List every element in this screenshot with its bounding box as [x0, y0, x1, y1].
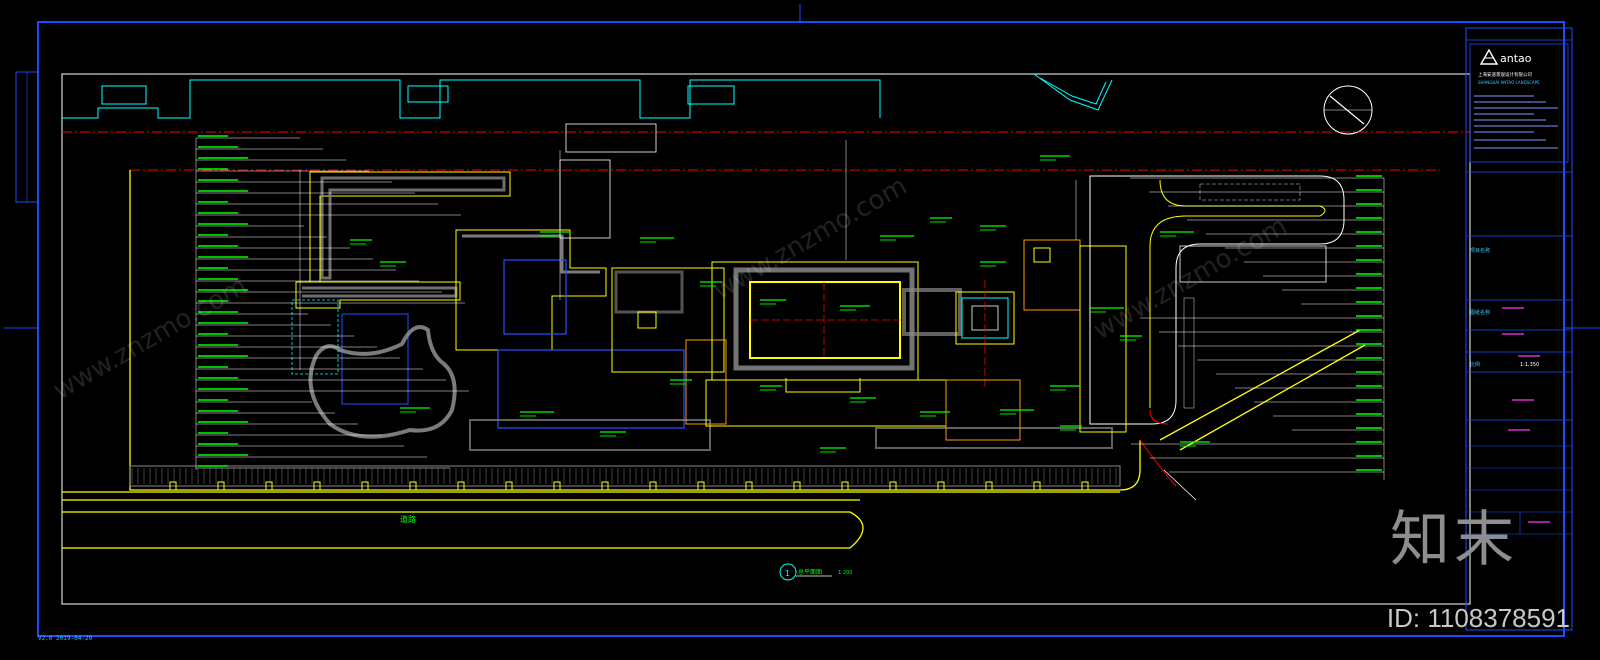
paving-hatch	[132, 468, 1116, 484]
caption-title: 总平面图	[798, 568, 822, 576]
drawing-frame	[62, 74, 1470, 604]
road-label: 道路	[400, 514, 416, 524]
north-arrow-icon	[1324, 86, 1372, 134]
drawing-caption: 1 总平面图 1:200	[780, 564, 852, 580]
site-boundary	[62, 170, 1365, 548]
antao-logo-icon	[1481, 50, 1497, 64]
footer-note: V2.0 2019-04-29	[38, 635, 92, 642]
project-label: 项目名称	[1470, 247, 1490, 254]
east-parking-loop	[1090, 176, 1344, 500]
watermark-id: ID: 1108378591	[1387, 603, 1570, 634]
watermark-logo: 知末	[1390, 491, 1518, 578]
company-en: SHANGHAI ANTAO LANDSCAPE	[1478, 80, 1540, 85]
property-lines	[62, 132, 1470, 170]
paving-band	[130, 466, 1120, 486]
scale-label: 比例	[1470, 361, 1480, 368]
diagonal-watermarks: www.znzmo.com www.znzmo.com www.znzmo.com	[49, 171, 1293, 406]
title-block-text-lines	[1474, 96, 1558, 522]
drawing-label: 图纸名称	[1470, 309, 1490, 316]
diagonal-watermark: www.znzmo.com	[49, 271, 253, 406]
logo-text: antao	[1500, 52, 1532, 65]
diagonal-watermark: www.znzmo.com	[1089, 211, 1293, 346]
company-line: 上海安道景观设计有限公司	[1478, 71, 1532, 78]
central-courtyard	[456, 124, 726, 450]
scale-value: 1:1,350	[1520, 362, 1539, 368]
caption-scale: 1:200	[838, 570, 852, 576]
west-courtyard	[292, 172, 510, 437]
diagonal-watermark: www.znzmo.com	[709, 171, 913, 306]
caption-number-icon: 1	[785, 569, 790, 578]
sheet-border	[38, 22, 1564, 636]
existing-buildings	[62, 74, 1112, 118]
